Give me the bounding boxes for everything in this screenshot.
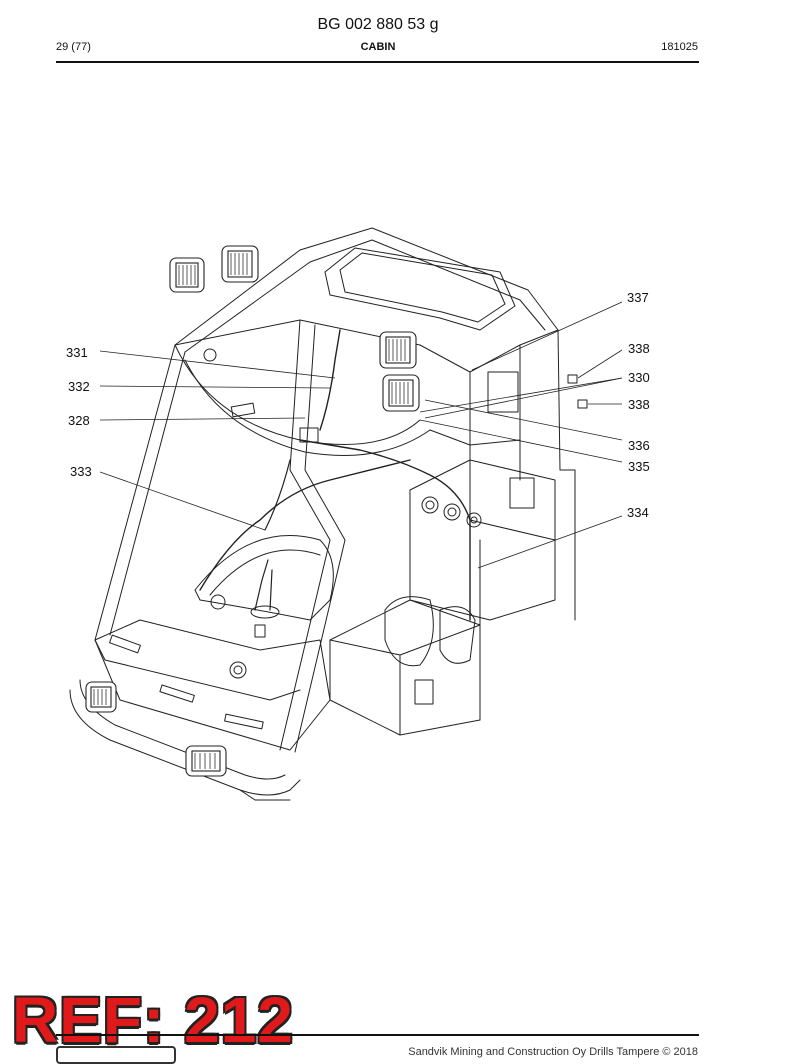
roof-outline (174, 227, 559, 373)
callout-332: 332 (68, 379, 90, 394)
ref-stamp: REF: 212 (12, 984, 294, 1056)
footer-rule (56, 1034, 699, 1036)
work-light-top-center (221, 245, 259, 283)
callout-334: 334 (627, 505, 649, 520)
rear-compartment (409, 459, 556, 621)
windshield-frame (94, 344, 176, 661)
footer-copyright: Sandvik Mining and Construction Oy Drill… (408, 1046, 698, 1058)
callout-335: 335 (628, 459, 650, 474)
work-light-right-lower (382, 374, 420, 412)
callout-330: 330 (628, 370, 650, 385)
date-code: 181025 (661, 41, 698, 53)
header-rule (56, 61, 699, 63)
callout-337: 337 (627, 290, 649, 305)
section-title: CABIN (360, 41, 396, 53)
sandvik-logo (56, 1046, 176, 1064)
wiring-harness (299, 439, 471, 621)
work-light-right-upper (379, 331, 417, 369)
callout-328: 328 (68, 413, 90, 428)
work-light-front-center (185, 745, 227, 777)
front-panel (94, 619, 331, 751)
document-number: BG 002 880 53 g (317, 16, 439, 33)
callout-338-upper: 338 (628, 341, 650, 356)
electric-box (329, 599, 481, 736)
operator-console (194, 535, 334, 621)
front-bumper (69, 689, 301, 796)
callout-333: 333 (70, 464, 92, 479)
operator-seat (384, 596, 434, 667)
callout-331: 331 (66, 345, 88, 360)
callout-338-lower: 338 (628, 397, 650, 412)
work-light-front-left (85, 681, 117, 713)
callout-336: 336 (628, 438, 650, 453)
page-indicator: 29 (77) (56, 41, 91, 53)
